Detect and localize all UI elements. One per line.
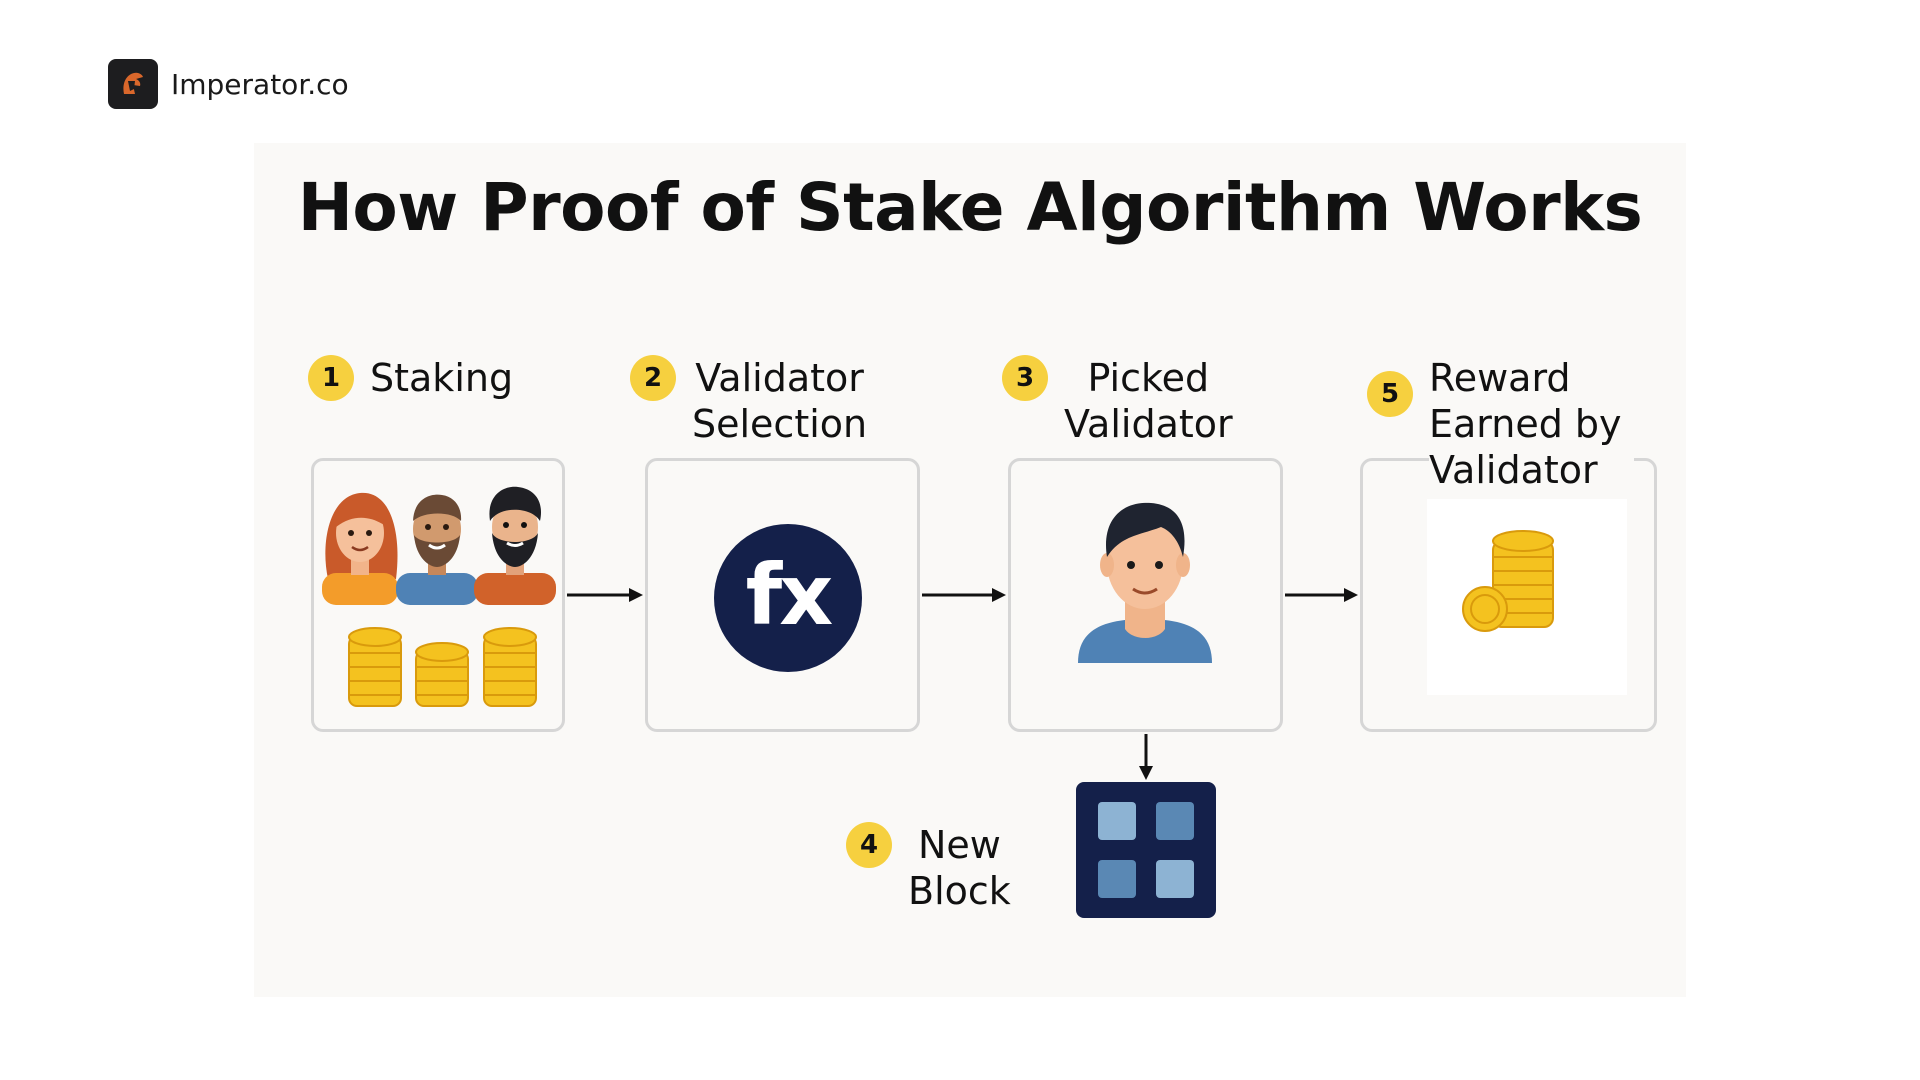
step-3-text: Picked Validator [1064, 356, 1233, 446]
step-5-text: Reward Earned by Validator [1429, 355, 1634, 493]
arrow-right-icon [1285, 588, 1358, 602]
step-number-badge: 4 [846, 822, 892, 868]
step-3-label: 3 Picked Validator [1002, 355, 1233, 447]
reward-box [1360, 458, 1657, 732]
step-1-label: 1 Staking [308, 355, 513, 401]
step-number-badge: 2 [630, 355, 676, 401]
diagram-panel: How Proof of Stake Algorithm Works 1 Sta… [254, 143, 1686, 997]
step-2-label: 2 Validator Selection [630, 355, 867, 447]
validator-selection-box: fx [645, 458, 920, 732]
block-grid-icon [1098, 802, 1194, 898]
new-block [1076, 782, 1216, 918]
step-number-badge: 1 [308, 355, 354, 401]
brand-name: Imperator.co [171, 67, 349, 101]
step-number-badge: 3 [1002, 355, 1048, 401]
arrow-right-icon [567, 588, 643, 602]
arrow-right-icon [922, 588, 1006, 602]
people-with-coins-icon [322, 486, 556, 707]
staking-box [311, 458, 565, 732]
fx-function-icon: fx [714, 524, 862, 672]
page-title: How Proof of Stake Algorithm Works [297, 169, 1643, 246]
step-number-badge: 5 [1367, 371, 1413, 417]
fx-symbol: fx [745, 546, 834, 644]
picked-validator-box [1008, 458, 1283, 732]
step-2-text: Validator Selection [692, 356, 868, 446]
validator-avatar-icon [1078, 502, 1212, 663]
spartan-helmet-icon [108, 59, 158, 109]
step-4-label: 4 New Block [846, 822, 1011, 914]
brand[interactable]: Imperator.co [108, 59, 349, 109]
arrow-down-icon [1139, 734, 1153, 780]
step-5-label: 5 Reward Earned by Validator [1367, 355, 1634, 493]
step-4-text: New Block [908, 823, 1011, 913]
coin-reward-icon [1427, 499, 1627, 695]
step-1-text: Staking [370, 356, 514, 400]
